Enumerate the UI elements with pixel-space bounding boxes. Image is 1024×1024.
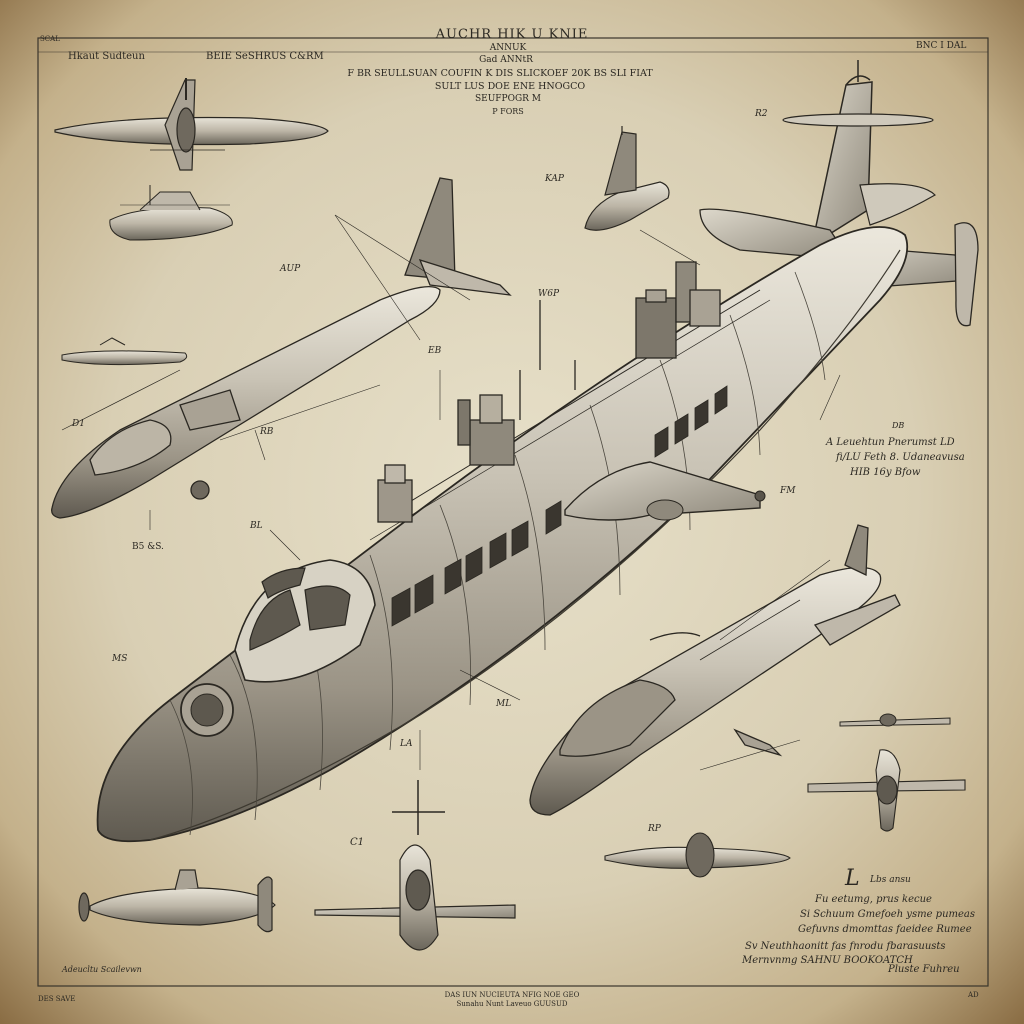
label-ml: ML [496,699,512,709]
note-right-upper-3: HIB 16y Bfow [850,467,921,478]
subtitle-line-5: SEUFPOGR M [474,94,542,104]
footer-left-label: DES SAVE [38,995,76,1003]
note-right-upper-1: A Leuehtun Pnerumst LD [826,437,955,448]
subtitle-line-4: SULT LUS DOE ENE HNOGCO [434,81,586,92]
footer-center-line-2: Sunahu Nunt Laveuo GUUSUD [456,1000,568,1008]
note-bottom-right-4: Sv Neuthhaonitt fas fnrodu fbarasuusts [745,941,946,952]
label-la: LA [400,739,413,749]
footer-center-line-1: DAS IUN NUCIEUTA NFIG NOE GEO [444,991,580,999]
small-plane-right-1 [839,713,951,727]
small-plane-right-2 [807,749,966,832]
subtitle-line-1: ANNUK [489,43,527,53]
note-bottom-left: Adeucltu Scailevwn [62,965,142,974]
label-rp: RP [648,824,661,834]
subtitle-line-3: F BR SEULLSUAN COUFIN K DIS SLICKOEF 20K… [347,68,653,79]
subtitle-line-2: Gad ANNtR [479,55,533,65]
top-left-corner-label: SCAL [40,35,60,43]
note-bottom-right-5: Mernvnmg SAHNU BOOKOATCH [742,955,913,966]
footer-right-label: AD [968,991,979,999]
note-bottom-right-3: Gefuvns dmomttas faeidee Rumee [798,924,972,935]
header-left-label: Hkaut Sudteun [68,51,145,62]
label-rb: RB [260,427,274,437]
label-fm: FM [780,486,796,496]
main-airship-drawing [96,60,979,843]
subtitle-line-6: P FORS [492,107,524,116]
small-plane-right-3 [604,832,791,878]
right-sub-drawing [529,524,901,816]
bottom-center-aircraft-drawing [314,780,516,951]
top-left-aircraft-drawing [54,78,329,171]
label-r2: R2 [755,109,768,119]
label-bl: BL [250,521,263,531]
label-d1: D1 [72,419,85,429]
sheet-border [37,37,989,987]
left-long-aircraft-drawing [51,177,512,519]
note-right-upper-2: fi/LU Feth 8. Udaneavusa [836,452,965,463]
blueprint-title: AUCHR HIK U KNIE [435,27,589,42]
bottom-left-sub-drawing [78,869,276,933]
label-w6p: W6P [538,289,560,299]
hull-window-row [391,385,728,627]
note-bottom-right-signature: Pluste Fuhreu [888,964,960,975]
note-bottom-right-1: Fu eetumg, prus kecue [815,894,932,905]
label-db: DB [892,421,905,430]
label-lbs: Lbs ansu [870,875,911,885]
label-ms: MS [112,654,128,664]
label-l-big: L [845,866,860,891]
note-bottom-right-2: Si Schuum Gmefoeh ysme pumeas [800,909,976,920]
tiny-aircraft-left [61,337,188,366]
label-kap: KAP [545,174,564,184]
label-eb: EB [428,346,442,356]
label-b5s: B5 &S. [132,542,164,552]
header-center-left-label: BEIE SeSHRUS C&RM [206,51,324,62]
label-aup: AUP [280,264,301,274]
top-center-sub-drawing [584,126,670,231]
label-c1: C1 [350,837,365,848]
small-submarine-drawing-top-left [109,185,233,241]
leader-lines [149,214,841,771]
header-right-label: BNC I DAL [916,41,967,51]
